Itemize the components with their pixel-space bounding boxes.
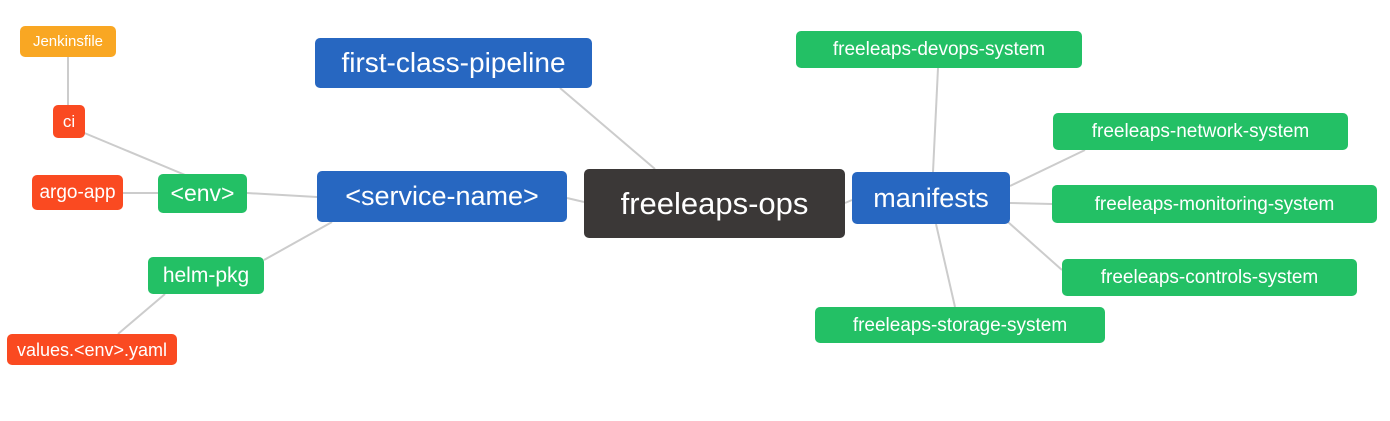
edge-manifests-devops-system xyxy=(932,67,939,173)
node-manifests[interactable]: manifests xyxy=(852,172,1010,224)
edge-manifests-network-system xyxy=(1009,149,1086,187)
node-freeleaps-network-system[interactable]: freeleaps-network-system xyxy=(1053,113,1348,150)
edge-manifests-monitoring-system xyxy=(1009,202,1053,205)
node-env[interactable]: <env> xyxy=(158,174,247,213)
node-helm-pkg[interactable]: helm-pkg xyxy=(148,257,264,294)
edge-service-name-freeleaps-ops xyxy=(566,197,585,203)
node-first-class-pipeline[interactable]: first-class-pipeline xyxy=(315,38,592,88)
node-freeleaps-monitoring-system[interactable]: freeleaps-monitoring-system xyxy=(1052,185,1377,223)
edge-ci-env xyxy=(81,131,191,178)
node-freeleaps-controls-system[interactable]: freeleaps-controls-system xyxy=(1062,259,1357,296)
edge-manifests-storage-system xyxy=(935,223,956,308)
edge-freeleaps-ops-manifests xyxy=(844,199,853,204)
edge-env-service-name xyxy=(246,192,318,198)
node-values-env-yaml[interactable]: values.<env>.yaml xyxy=(7,334,177,365)
node-ci[interactable]: ci xyxy=(53,105,85,138)
edge-values-yaml-helm-pkg xyxy=(117,293,166,335)
edge-helm-pkg-service-name xyxy=(263,221,333,261)
node-argo-app[interactable]: argo-app xyxy=(32,175,123,210)
edge-manifests-controls-system xyxy=(1007,221,1063,271)
node-freeleaps-ops-root[interactable]: freeleaps-ops xyxy=(584,169,845,238)
edge-first-class-pipeline-freeleaps-ops xyxy=(559,87,656,170)
node-freeleaps-storage-system[interactable]: freeleaps-storage-system xyxy=(815,307,1105,343)
node-freeleaps-devops-system[interactable]: freeleaps-devops-system xyxy=(796,31,1082,68)
node-service-name[interactable]: <service-name> xyxy=(317,171,567,222)
node-jenkinsfile[interactable]: Jenkinsfile xyxy=(20,26,116,57)
